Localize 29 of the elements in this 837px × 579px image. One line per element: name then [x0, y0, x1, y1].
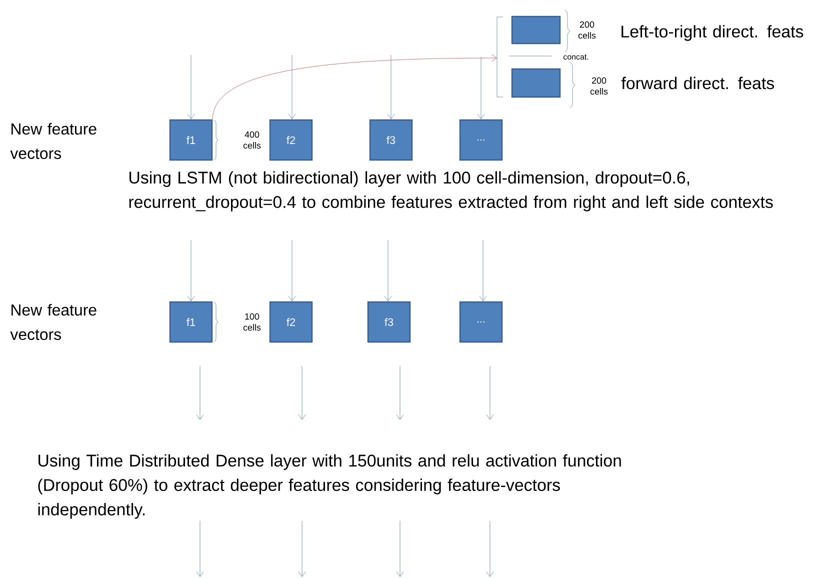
arrow	[479, 240, 487, 302]
row-label: New feature vectors	[10, 304, 96, 340]
vector-box: f1	[169, 119, 213, 161]
feature-label: Left-to-right direct. feats	[622, 25, 804, 41]
cell-count-label: 200 cells	[578, 21, 596, 39]
row-label: New feature vectors	[10, 122, 96, 160]
arrow	[288, 54, 296, 120]
vector-box: f3	[367, 301, 411, 343]
arrow	[387, 54, 395, 120]
vector-box: f2	[269, 301, 313, 343]
cell-count-label: 400 cells	[243, 131, 261, 149]
arrow	[212, 54, 497, 120]
arrow	[187, 240, 195, 302]
arrow	[477, 56, 485, 120]
arrow	[288, 240, 296, 302]
vector-box: ...	[459, 301, 503, 343]
vector-box	[511, 16, 561, 44]
arrow	[384, 240, 392, 302]
vector-box: f2	[269, 119, 313, 161]
vector-box: ...	[459, 119, 503, 161]
vector-box: f3	[369, 119, 413, 161]
description-text: Using LSTM (not bidirectional) layer with 100 cell-dimension, dropout=0.6, recurrent_dropout=0.4 to combine features extracted from right and left side contexts	[129, 171, 773, 212]
cell-count-label: 200 cells	[590, 77, 608, 95]
feature-label: forward direct. feats	[621, 76, 774, 90]
vector-box: f1	[169, 301, 213, 343]
description-text: Using Time Distributed Dense layer with 150units and relu activation function (Dropout 60%) to extract deeper features considering feature-vectors independently.	[38, 454, 621, 519]
cell-count-label: 100 cells	[243, 313, 261, 331]
arrow	[187, 54, 195, 120]
vector-box	[511, 68, 561, 98]
